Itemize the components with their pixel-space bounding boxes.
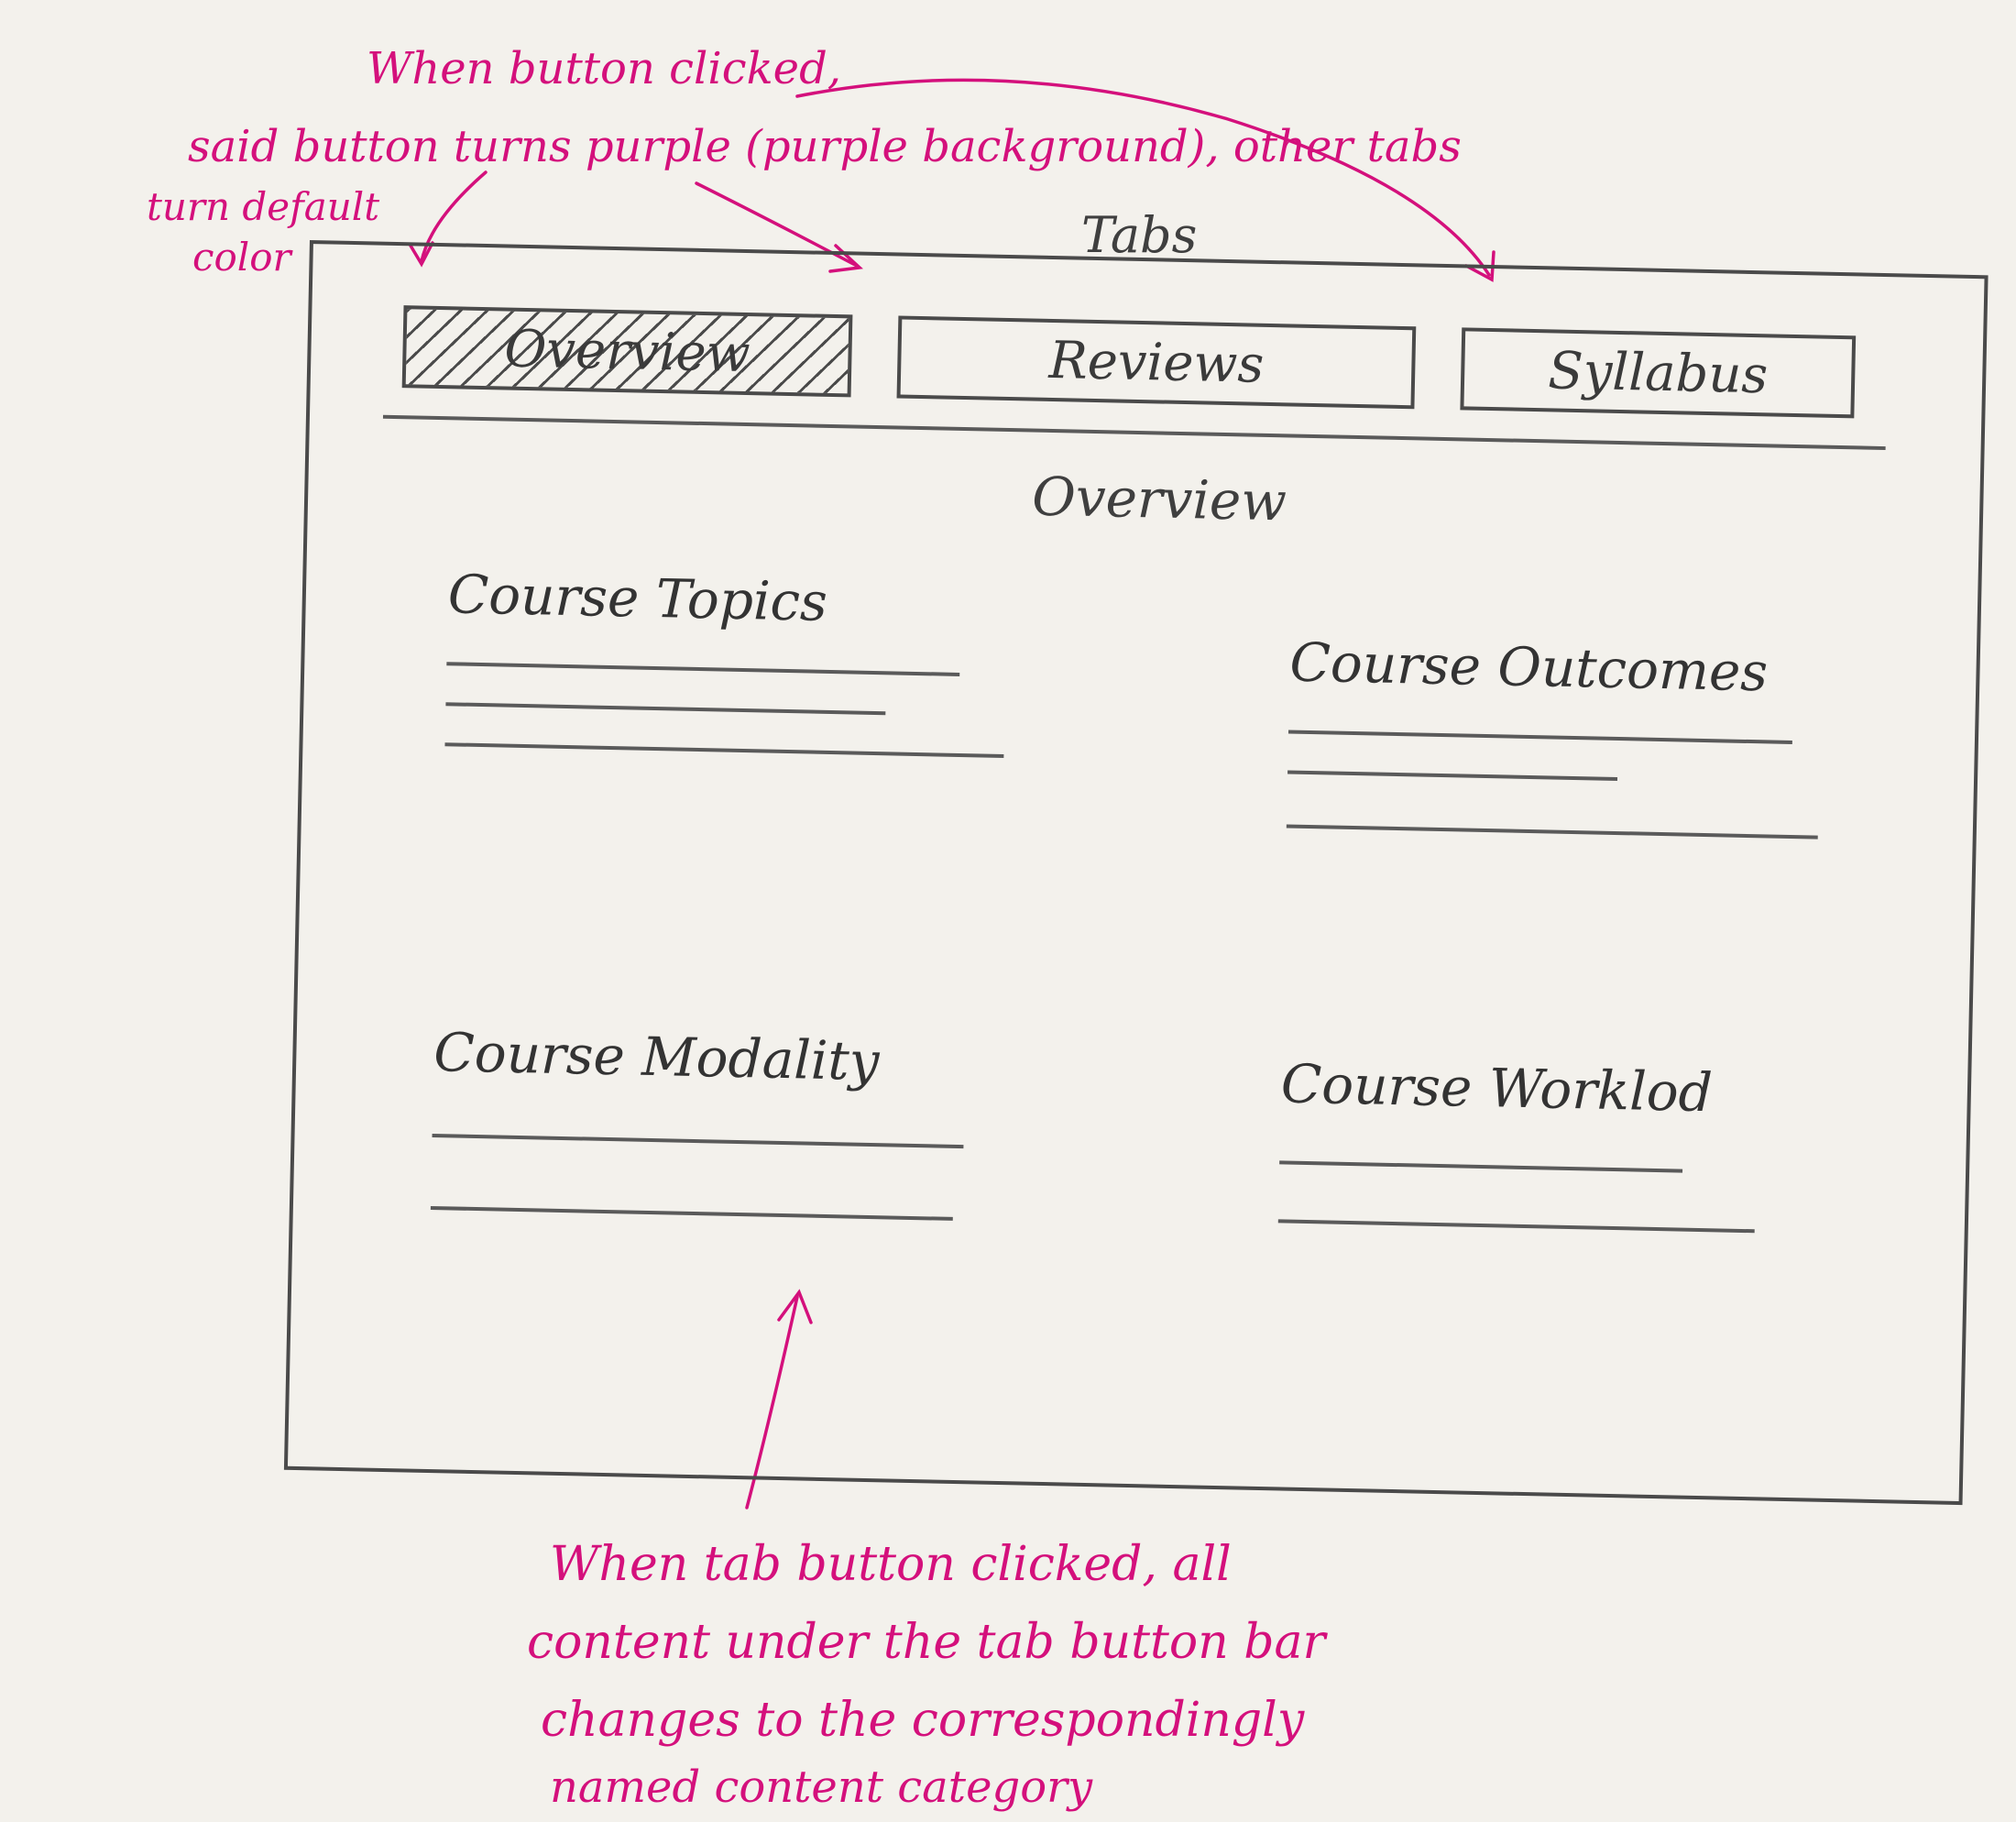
placeholder-line	[1279, 1160, 1683, 1173]
section-course-worklod: Course Worklod	[1277, 1052, 1832, 1235]
tab-syllabus[interactable]: Syllabus	[1460, 327, 1857, 419]
placeholder-line	[446, 662, 960, 676]
annotation-top-line-4: color	[192, 235, 291, 280]
placeholder-line	[430, 1205, 953, 1221]
tab-overview[interactable]: Overview	[401, 305, 853, 398]
arrow-to-content	[745, 1295, 799, 1509]
tab-reviews[interactable]: Reviews	[896, 315, 1417, 410]
section-heading: Course Modality	[433, 1021, 881, 1093]
placeholder-line	[1287, 730, 1792, 745]
annotation-bottom-line-2: content under the tab button bar	[527, 1615, 1326, 1670]
placeholder-line	[1277, 1219, 1755, 1234]
section-heading: Course Topics	[447, 563, 828, 633]
arrow-to-syllabus-tab	[795, 78, 1491, 277]
section-course-modality: Course Modality	[430, 1021, 984, 1222]
arrow-to-reviews-tab	[695, 181, 859, 268]
placeholder-line	[432, 1134, 964, 1149]
placeholder-line	[1286, 824, 1818, 840]
placeholder-line	[444, 742, 1004, 758]
annotation-bottom-line-4: named content category	[550, 1762, 1093, 1813]
annotation-bottom-line-3: changes to the correspondingly	[541, 1693, 1305, 1748]
annotation-top-line-3: turn default	[147, 184, 380, 229]
tab-bar-divider	[382, 414, 1886, 451]
section-course-topics: Course Topics	[444, 563, 1004, 758]
annotation-bottom-line-1: When tab button clicked, all	[550, 1537, 1232, 1592]
section-course-outcomes: Course Outcomes	[1286, 631, 1840, 840]
section-heading: Course Outcomes	[1288, 631, 1769, 704]
section-heading: Course Worklod	[1280, 1052, 1714, 1125]
arrow-to-overview-tab	[420, 170, 488, 263]
annotation-top-line-2: said button turns purple (purple backgro…	[188, 121, 1462, 172]
annotation-top-line-1: When button clicked,	[367, 43, 842, 94]
tabs-label: Tabs	[1081, 206, 1198, 264]
placeholder-line	[1287, 770, 1618, 782]
placeholder-line	[445, 702, 886, 716]
wireframe-frame: Overview Reviews Syllabus Overview Cours…	[283, 240, 1989, 1506]
content-title: Overview	[1031, 465, 1287, 533]
